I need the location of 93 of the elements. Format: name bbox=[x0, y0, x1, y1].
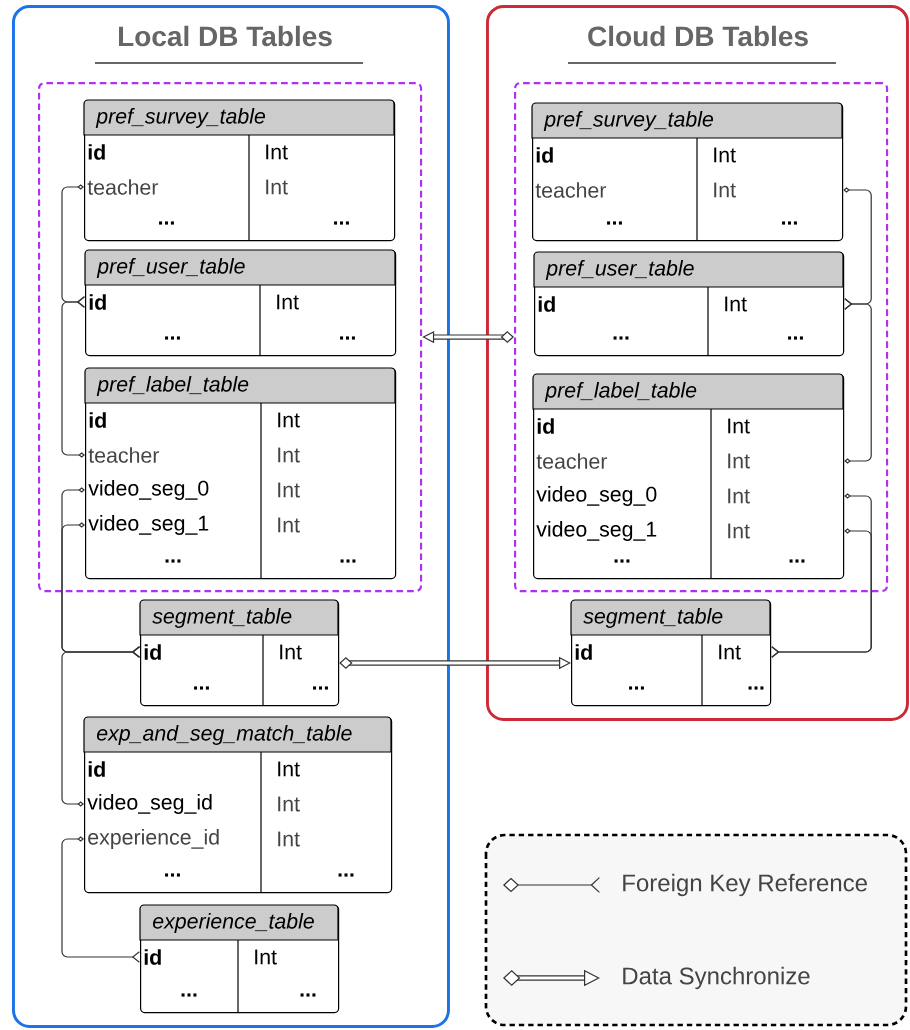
field-name: id bbox=[144, 949, 161, 965]
field-type: ... bbox=[334, 221, 349, 225]
table bbox=[532, 373, 845, 580]
table-header: pref_label_table bbox=[84, 367, 396, 404]
field-type: Int bbox=[728, 523, 750, 539]
field-type: Int bbox=[719, 644, 741, 660]
field-type: Int bbox=[278, 447, 300, 463]
field-type: ... bbox=[300, 993, 316, 997]
table-header: pref_survey_table bbox=[531, 102, 843, 139]
field-type: Int bbox=[255, 949, 277, 965]
field-type: Int bbox=[728, 418, 750, 434]
field-type: Int bbox=[278, 482, 300, 498]
field-type: Int bbox=[278, 517, 300, 533]
field-name: teacher bbox=[87, 179, 159, 195]
table bbox=[84, 249, 397, 357]
field-name: video_seg_id bbox=[87, 794, 212, 814]
field-type: ... bbox=[340, 559, 356, 563]
field-name: id bbox=[144, 644, 161, 660]
field-type: ... bbox=[782, 221, 797, 225]
table-header: experience_table bbox=[139, 904, 339, 941]
field-name: experience_id bbox=[88, 829, 219, 849]
table-header: pref_user_table bbox=[533, 251, 844, 288]
field-type: Int bbox=[728, 453, 750, 469]
field-name: id bbox=[538, 296, 555, 312]
field-type: Int bbox=[278, 412, 300, 428]
table-header: segment_table bbox=[139, 599, 339, 636]
field-name: ... bbox=[629, 686, 644, 690]
field-name: video_seg_1 bbox=[536, 521, 657, 541]
group-box bbox=[486, 5, 909, 721]
field-name: ... bbox=[181, 993, 197, 997]
field-name: video_seg_0 bbox=[88, 480, 209, 500]
table bbox=[83, 716, 393, 894]
table-header: pref_label_table bbox=[532, 373, 844, 410]
field-type: Int bbox=[725, 296, 747, 312]
table-header: exp_and_seg_match_table bbox=[83, 716, 392, 753]
table bbox=[533, 251, 845, 357]
table-header: segment_table bbox=[570, 599, 771, 636]
field-name: teacher bbox=[88, 447, 160, 463]
connector bbox=[61, 836, 140, 963]
table bbox=[83, 99, 396, 242]
table bbox=[570, 599, 772, 707]
field-name: ... bbox=[194, 686, 209, 690]
field-type: ... bbox=[748, 686, 764, 690]
field-type: Int bbox=[728, 488, 750, 504]
field-type: Int bbox=[278, 831, 300, 847]
field-name: id bbox=[575, 644, 592, 660]
field-name: id bbox=[88, 144, 105, 160]
field-type: Int bbox=[714, 182, 736, 198]
connector bbox=[844, 298, 872, 464]
field-type: ... bbox=[313, 686, 328, 690]
field-name: id bbox=[537, 418, 554, 434]
group-box bbox=[12, 5, 450, 1028]
field-name: ... bbox=[165, 336, 180, 340]
table-header: pref_survey_table bbox=[83, 99, 395, 136]
section-heading: Cloud DB Tables bbox=[568, 25, 836, 65]
field-type: ... bbox=[788, 336, 803, 340]
field-type: Int bbox=[266, 144, 288, 160]
dashed-box bbox=[514, 82, 889, 593]
field-type: ... bbox=[340, 336, 355, 340]
field-name: ... bbox=[607, 221, 622, 225]
field-name: ... bbox=[614, 559, 630, 563]
connector bbox=[61, 296, 85, 458]
field-name: id bbox=[88, 761, 105, 777]
field-name: ... bbox=[165, 559, 181, 563]
field-type: ... bbox=[789, 559, 805, 563]
field-name: teacher bbox=[536, 453, 608, 469]
field-name: video_seg_1 bbox=[88, 515, 209, 535]
field-name: teacher bbox=[535, 182, 607, 198]
table bbox=[84, 367, 397, 580]
field-type: Int bbox=[278, 761, 300, 777]
table bbox=[531, 102, 844, 242]
field-name: ... bbox=[613, 336, 629, 340]
legend-label: Foreign Key Reference bbox=[623, 873, 867, 897]
field-type: Int bbox=[277, 294, 299, 310]
field-type: Int bbox=[266, 179, 288, 195]
connector bbox=[771, 528, 872, 658]
field-name: id bbox=[89, 294, 106, 310]
table bbox=[139, 904, 340, 1014]
connector bbox=[61, 646, 140, 807]
field-name: id bbox=[536, 147, 553, 163]
field-type: Int bbox=[280, 644, 302, 660]
field-name: video_seg_0 bbox=[536, 486, 657, 506]
field-name: ... bbox=[165, 873, 180, 877]
dashed-box bbox=[38, 82, 423, 593]
field-name: id bbox=[89, 412, 106, 428]
field-type: ... bbox=[338, 873, 354, 877]
field-type: Int bbox=[714, 147, 736, 163]
section-heading: Local DB Tables bbox=[95, 25, 363, 65]
table bbox=[139, 599, 340, 707]
table-header: pref_user_table bbox=[84, 249, 396, 286]
field-name: ... bbox=[159, 221, 174, 225]
legend-label: Data Synchronize bbox=[623, 966, 810, 990]
field-type: Int bbox=[278, 796, 300, 812]
